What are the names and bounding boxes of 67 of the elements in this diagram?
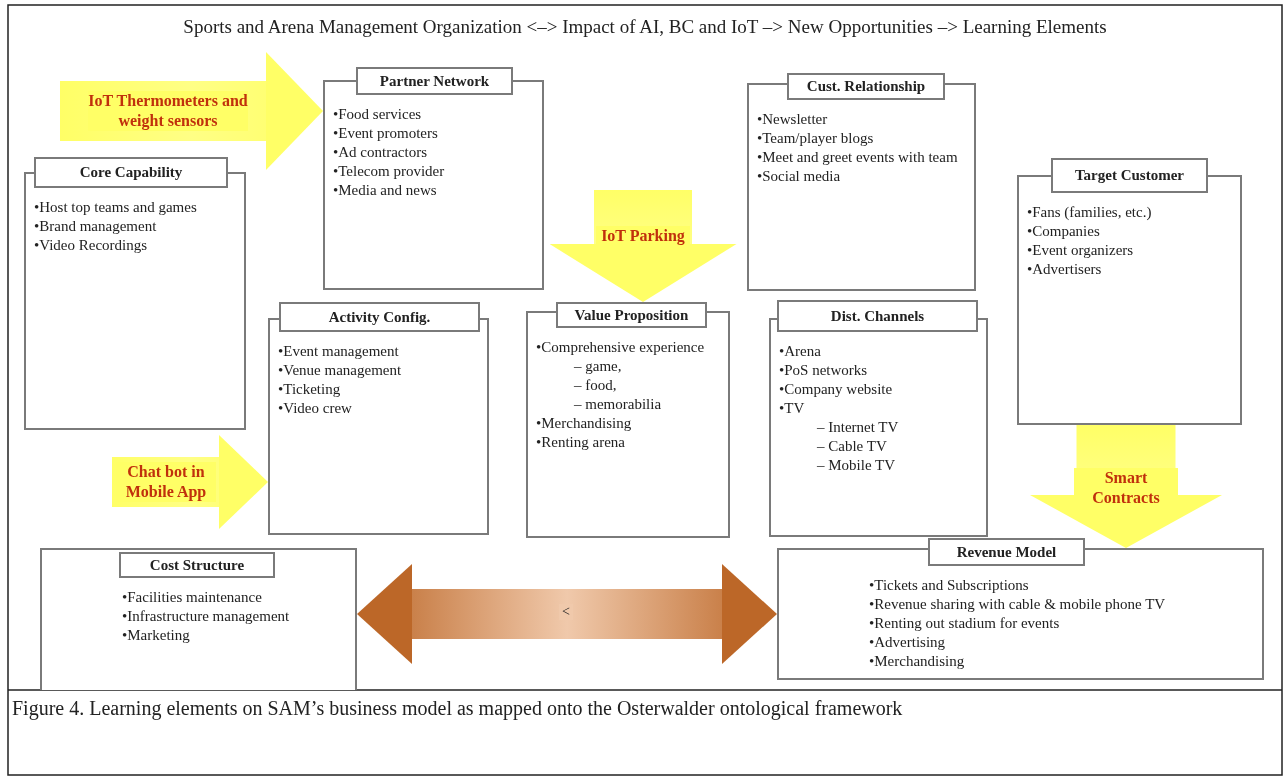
block-heading: Value Proposition (556, 302, 707, 328)
list-item: •Brand management (33, 217, 158, 236)
list-item: – Internet TV (816, 418, 900, 437)
list-item: •Advertisers (1026, 260, 1103, 279)
canvas-block (526, 302, 730, 538)
canvas-block (747, 73, 976, 291)
block-arrow (112, 435, 268, 529)
list-item: •Advertising (868, 633, 947, 652)
list-item: – Mobile TV (816, 456, 897, 475)
list-item: •Arena (778, 342, 822, 361)
list-item: •Event management (277, 342, 400, 361)
list-item: •Fans (families, etc.) (1026, 203, 1153, 222)
list-item: – memorabilia (573, 395, 663, 414)
block-heading: Core Capability (34, 157, 228, 188)
block-heading: Cust. Relationship (787, 73, 945, 100)
canvas-block (323, 67, 544, 290)
list-item: •Infrastructure management (121, 607, 291, 626)
list-item: •Host top teams and games (33, 198, 198, 217)
list-item: •Facilities maintenance (121, 588, 263, 607)
list-item: – game, (573, 357, 623, 376)
list-item: •Newsletter (756, 110, 829, 129)
list-item: •Tickets and Subscriptions (868, 576, 1030, 595)
list-item: – food, (573, 376, 618, 395)
canvas-block (24, 157, 246, 430)
list-item: •Video Recordings (33, 236, 149, 255)
edge-label: IoT Parking (596, 226, 690, 246)
list-item: •Ad contractors (332, 143, 428, 162)
list-item: •Event organizers (1026, 241, 1135, 260)
list-item: •Telecom provider (332, 162, 446, 181)
canvas-block (1017, 158, 1242, 425)
canvas-block (268, 302, 489, 535)
figure-caption: Figure 4. Learning elements on SAM’s business model as mapped onto the Osterwalder ontological framework (12, 696, 904, 721)
list-item: •PoS networks (778, 361, 869, 380)
list-item: •Team/player blogs (756, 129, 875, 148)
block-heading: Activity Config. (279, 302, 480, 332)
list-item: •Merchandising (535, 414, 633, 433)
block-arrow (60, 52, 323, 170)
list-item: •Revenue sharing with cable & mobile phone TV (868, 595, 1167, 614)
list-item: •Company website (778, 380, 894, 399)
diagram-title: Sports and Arena Management Organization <–> Impact of AI, BC and IoT –> New Opportunities –> Learning Elements (182, 16, 1108, 38)
canvas-block (769, 300, 988, 537)
list-item: •Venue management (277, 361, 403, 380)
list-item: •Comprehensive experience (535, 338, 706, 357)
edge-label: < (559, 604, 573, 620)
list-item: •Marketing (121, 626, 191, 645)
list-item: •Merchandising (868, 652, 966, 671)
list-item: •Food services (332, 105, 423, 124)
block-arrow (357, 564, 777, 664)
block-heading: Revenue Model (928, 538, 1085, 566)
block-heading: Dist. Channels (777, 300, 978, 332)
block-arrow (549, 190, 737, 302)
list-item: •Media and news (332, 181, 438, 200)
edge-label: IoT Thermometers and weight sensors (88, 91, 248, 131)
block-heading: Partner Network (356, 67, 513, 95)
list-item: •Video crew (277, 399, 353, 418)
list-item: •Renting out stadium for events (868, 614, 1061, 633)
list-item: •Ticketing (277, 380, 342, 399)
block-heading: Target Customer (1051, 158, 1208, 193)
block-heading: Cost Structure (119, 552, 275, 578)
list-item: – Cable TV (816, 437, 888, 456)
list-item: •Event promoters (332, 124, 439, 143)
list-item: •Meet and greet events with team (756, 148, 959, 167)
list-item: •TV (778, 399, 806, 418)
canvas-block (777, 538, 1264, 680)
list-item: •Companies (1026, 222, 1101, 241)
list-item: •Renting arena (535, 433, 626, 452)
list-item: •Social media (756, 167, 842, 186)
